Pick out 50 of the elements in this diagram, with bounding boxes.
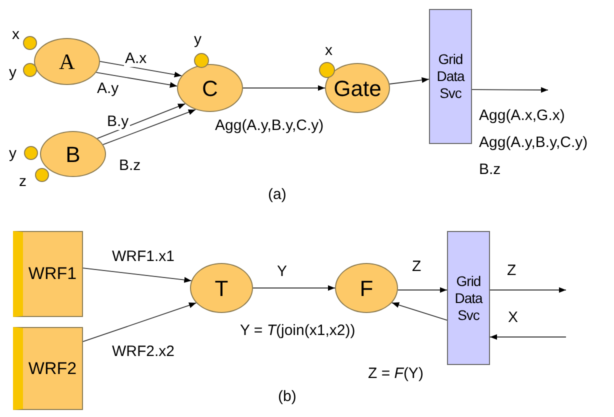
source-box [13, 327, 83, 410]
port-label: y [9, 65, 16, 81]
annotation-text: (b) [278, 388, 296, 405]
process-ellipse [40, 131, 106, 177]
node-label: T [214, 274, 228, 302]
arrow [242, 85, 326, 91]
edge-label: B.y [106, 113, 130, 130]
node-label: WRF2 [28, 358, 77, 380]
arrow [96, 103, 186, 139]
annotation-text: Agg(A.y,B.y,C.y) [215, 117, 324, 134]
process-ellipse [190, 263, 253, 313]
node-label: Grid Data Svc [436, 51, 466, 102]
node-label: Gate [334, 74, 382, 102]
annotation-text: Y = T(join(x1,x2)) [240, 322, 356, 339]
arrow [490, 334, 566, 340]
arrow [472, 87, 548, 93]
node-label: C [202, 74, 218, 102]
process-ellipse [325, 63, 390, 113]
arrow [490, 287, 566, 293]
arrow [82, 268, 192, 283]
annotation-text: Agg(A.y,B.y,C.y) [479, 134, 588, 151]
source-box [13, 231, 83, 317]
node-label: B [66, 140, 80, 168]
edge-label: A.y [96, 80, 120, 97]
process-ellipse [335, 263, 398, 313]
arrow [397, 287, 448, 293]
service-box [429, 9, 472, 144]
node-label: F [360, 274, 374, 302]
annotation-text: B.z [479, 161, 501, 178]
annotation-text: Z = F(Y) [368, 365, 424, 382]
node-label: Grid Data Svc [454, 272, 484, 324]
node-label: A [59, 48, 75, 76]
arrow [82, 302, 197, 342]
arrow [100, 60, 182, 78]
arrow [102, 109, 196, 146]
annotation-text: (a) [268, 186, 286, 203]
port-label: x [325, 43, 332, 59]
port-label: z [19, 174, 26, 190]
port-label: x [12, 27, 20, 43]
edge-label: A.x [124, 50, 148, 67]
arrow [389, 77, 430, 84]
port-label: y [194, 32, 202, 48]
port-label: y [9, 146, 16, 162]
service-box [447, 231, 490, 365]
arrow [252, 285, 336, 291]
arrow [391, 302, 448, 321]
arrow [96, 72, 178, 88]
process-ellipse [177, 64, 243, 112]
annotation-text: Agg(A.x,G.x) [479, 107, 565, 124]
node-label: WRF1 [28, 263, 77, 286]
